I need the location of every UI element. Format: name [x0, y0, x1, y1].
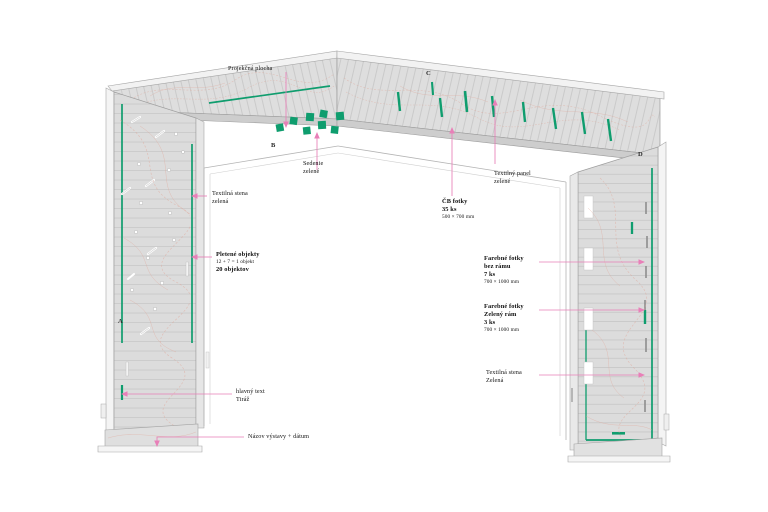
label-textilna-stena-zelena-right: Textilná stena Zelená: [486, 369, 522, 385]
label-farebne-fotky-zeleny-ram: Farebné fotky Zelený rám 3 ks 700 × 1000…: [484, 303, 524, 334]
knitted-object: [134, 230, 138, 234]
knitted-object: [172, 238, 176, 242]
seating-square: [275, 123, 285, 132]
knitted-object: [130, 288, 134, 292]
label-line: Zelená: [486, 376, 504, 384]
leader-exhibition-title: [156, 436, 244, 442]
seating-square: [319, 109, 328, 119]
textile-panel-bar: [606, 118, 613, 142]
photo-noframe: [583, 361, 594, 385]
leader-lines-group: [121, 72, 645, 447]
knitted-object: [167, 168, 171, 172]
label-line: Zelený rám: [484, 311, 517, 318]
label-line: Pletené objekty: [216, 251, 260, 258]
label-nazov-vystavy-datum: Názov výstavy + dátum: [248, 433, 309, 441]
marker-b: B: [271, 142, 276, 149]
label-line: 35 ks: [442, 206, 457, 213]
left-base-plinth: [97, 403, 203, 453]
textile-panel-bar: [438, 97, 444, 118]
knitted-object: [138, 200, 144, 206]
seating-squares-group: [275, 109, 345, 135]
seating-square: [289, 116, 298, 126]
seating-square: [335, 111, 345, 121]
label-line: ČB fotky: [442, 198, 468, 205]
seating-square: [302, 126, 311, 135]
label-line: Tiráž: [236, 395, 250, 403]
knitted-object: [137, 162, 141, 166]
knitted-object: [146, 256, 150, 260]
knitted-object: [168, 211, 172, 215]
label-line: Textilný panel: [494, 170, 531, 177]
label-cb-fotky: ČB fotky 35 ks 500 × 700 mm: [442, 198, 474, 221]
seating-square: [317, 120, 327, 130]
label-line: 7 ks: [484, 271, 496, 278]
textile-panel-bar: [580, 111, 587, 135]
label-hlavny-text-tiraz: hlavný text Tiráž: [236, 388, 265, 404]
knitted-object: [152, 306, 158, 312]
knitted-objects-group: [120, 115, 189, 377]
label-line: Farebné fotky: [484, 303, 524, 310]
left-wing-wall: [105, 87, 205, 445]
label-line: Sedenie: [303, 160, 324, 167]
label-line: 20 objektov: [216, 265, 249, 273]
label-line: zelené: [494, 177, 511, 185]
textile-panel-bars-group: [396, 81, 613, 142]
green-rails-left-wall: [120, 104, 193, 400]
color-photos-noframe-group: [583, 195, 594, 385]
green-rail-roof-left: [208, 85, 331, 104]
trace-lines-right-wall: [585, 177, 653, 444]
label-projekcna-plocha: Projekčná plocha: [228, 65, 272, 73]
seating-square: [330, 125, 339, 134]
trace-lines-roof-left: [124, 72, 335, 111]
knitted-object-slash: [126, 272, 136, 281]
photo-noframe: [583, 195, 594, 219]
knitted-object: [181, 150, 185, 154]
label-textilna-stena-zelena-left: Textilná stena zelená: [212, 190, 248, 206]
textile-panel-bar: [490, 95, 496, 118]
trace-lines-left-wall: [119, 119, 190, 429]
textile-panel-bar: [551, 107, 558, 130]
label-line: Názov výstavy + dátum: [248, 433, 310, 440]
label-line: zelené: [303, 167, 320, 175]
label-line: Textilná stena: [212, 190, 248, 197]
label-line: Textilná stena: [486, 369, 522, 376]
marker-c: C: [426, 70, 431, 77]
right-wing-wall: [569, 141, 667, 451]
label-line: 500 × 700 mm: [442, 214, 475, 220]
marker-d: D: [638, 151, 643, 158]
label-line: 3 ks: [484, 319, 496, 326]
label-sedenie-zelene: Sedenie zelené: [303, 160, 323, 176]
textile-panel-bar: [430, 81, 435, 96]
label-line: bez rámu: [484, 263, 511, 270]
photo-noframe: [583, 307, 594, 331]
knitted-object: [174, 132, 178, 136]
label-farebne-fotky-bez-ramu: Farebné fotky bez rámu 7 ks 700 × 1000 m…: [484, 255, 524, 286]
label-line: Projekčná plocha: [228, 65, 273, 72]
right-wall-markers: [571, 202, 648, 412]
textile-panel-bar: [396, 91, 402, 112]
textile-panel-bar: [463, 90, 469, 113]
label-line: 700 × 1000 mm: [484, 279, 520, 285]
photo-noframe: [583, 247, 594, 271]
label-textilny-panel-zelene: Textilný panel zelené: [494, 170, 531, 186]
knitted-object: [159, 280, 165, 286]
label-line: Farebné fotky: [484, 255, 524, 262]
label-line: 12 + 7 = 1 objekt: [216, 259, 255, 265]
marker-a: A: [118, 318, 123, 325]
label-line: hlavný text: [236, 388, 265, 395]
label-pletene-objekty: Pletené objekty 12 + 7 = 1 objekt 20 obj…: [216, 251, 260, 274]
roof-right-panel: [336, 50, 665, 163]
right-base-plinth: [567, 413, 671, 463]
textile-panel-bar: [521, 101, 527, 123]
seating-square: [305, 112, 315, 122]
label-line: 700 × 1000 mm: [484, 327, 520, 333]
label-line: zelená: [212, 197, 229, 205]
